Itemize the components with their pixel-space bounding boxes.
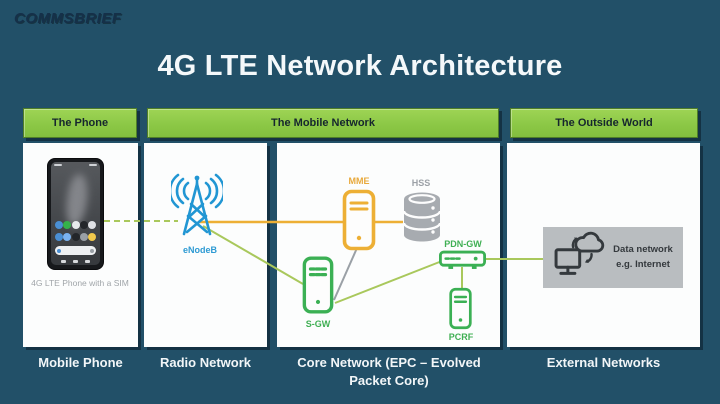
- phone-image: [47, 158, 104, 270]
- phone-app-icons-row: [55, 233, 96, 241]
- section-header-outside-world: The Outside World: [510, 108, 698, 138]
- mic-icon: [90, 248, 94, 253]
- phone-search-bar: [55, 246, 96, 255]
- hss-database-icon: [401, 190, 443, 249]
- pcrf-label: PCRF: [448, 332, 474, 342]
- panel-radio-network: [144, 143, 267, 347]
- enodeb-to-sgw-link: [202, 225, 304, 285]
- phone-nav-bar: [61, 260, 90, 263]
- section-header-mobile-network: The Mobile Network: [147, 108, 499, 138]
- footer-mobile-phone: Mobile Phone: [38, 355, 123, 370]
- phone-app-icons-row: [55, 221, 96, 229]
- internet-icon: [553, 231, 609, 284]
- mme-to-sgw-link: [333, 247, 358, 301]
- sgw-server-icon: [302, 254, 334, 321]
- commsbrief-logo: COMMSBRIEF: [14, 10, 122, 27]
- phone-status-bar: [54, 164, 97, 166]
- search-icon: [57, 248, 61, 253]
- data-network-label: Data network e.g. Internet: [613, 244, 673, 270]
- mme-server-icon: [342, 189, 376, 256]
- footer-core-network: Core Network (EPC – Evolved Packet Core): [297, 355, 481, 388]
- footer-radio-network: Radio Network: [159, 355, 251, 370]
- phone-screen: [51, 162, 100, 265]
- sgw-label: S-GW: [305, 319, 331, 329]
- mme-label: MME: [348, 176, 370, 186]
- data-network-box: Data network e.g. Internet: [543, 227, 683, 288]
- sgw-to-pdngw-link: [334, 260, 443, 304]
- phone-caption: 4G LTE Phone with a SIM: [31, 278, 129, 288]
- footer-external-networks: External Networks: [546, 355, 661, 370]
- pdngw-router-icon: [439, 250, 486, 276]
- cell-tower-icon: [168, 170, 226, 242]
- pcrf-server-icon: [449, 286, 472, 336]
- hss-label: HSS: [411, 178, 431, 188]
- section-header-the-phone: The Phone: [23, 108, 137, 138]
- pdngw-label: PDN-GW: [444, 239, 482, 249]
- page-title: 4G LTE Network Architecture: [157, 50, 563, 82]
- enodeb-label: eNodeB: [182, 245, 217, 255]
- phone-wallpaper: [63, 172, 91, 228]
